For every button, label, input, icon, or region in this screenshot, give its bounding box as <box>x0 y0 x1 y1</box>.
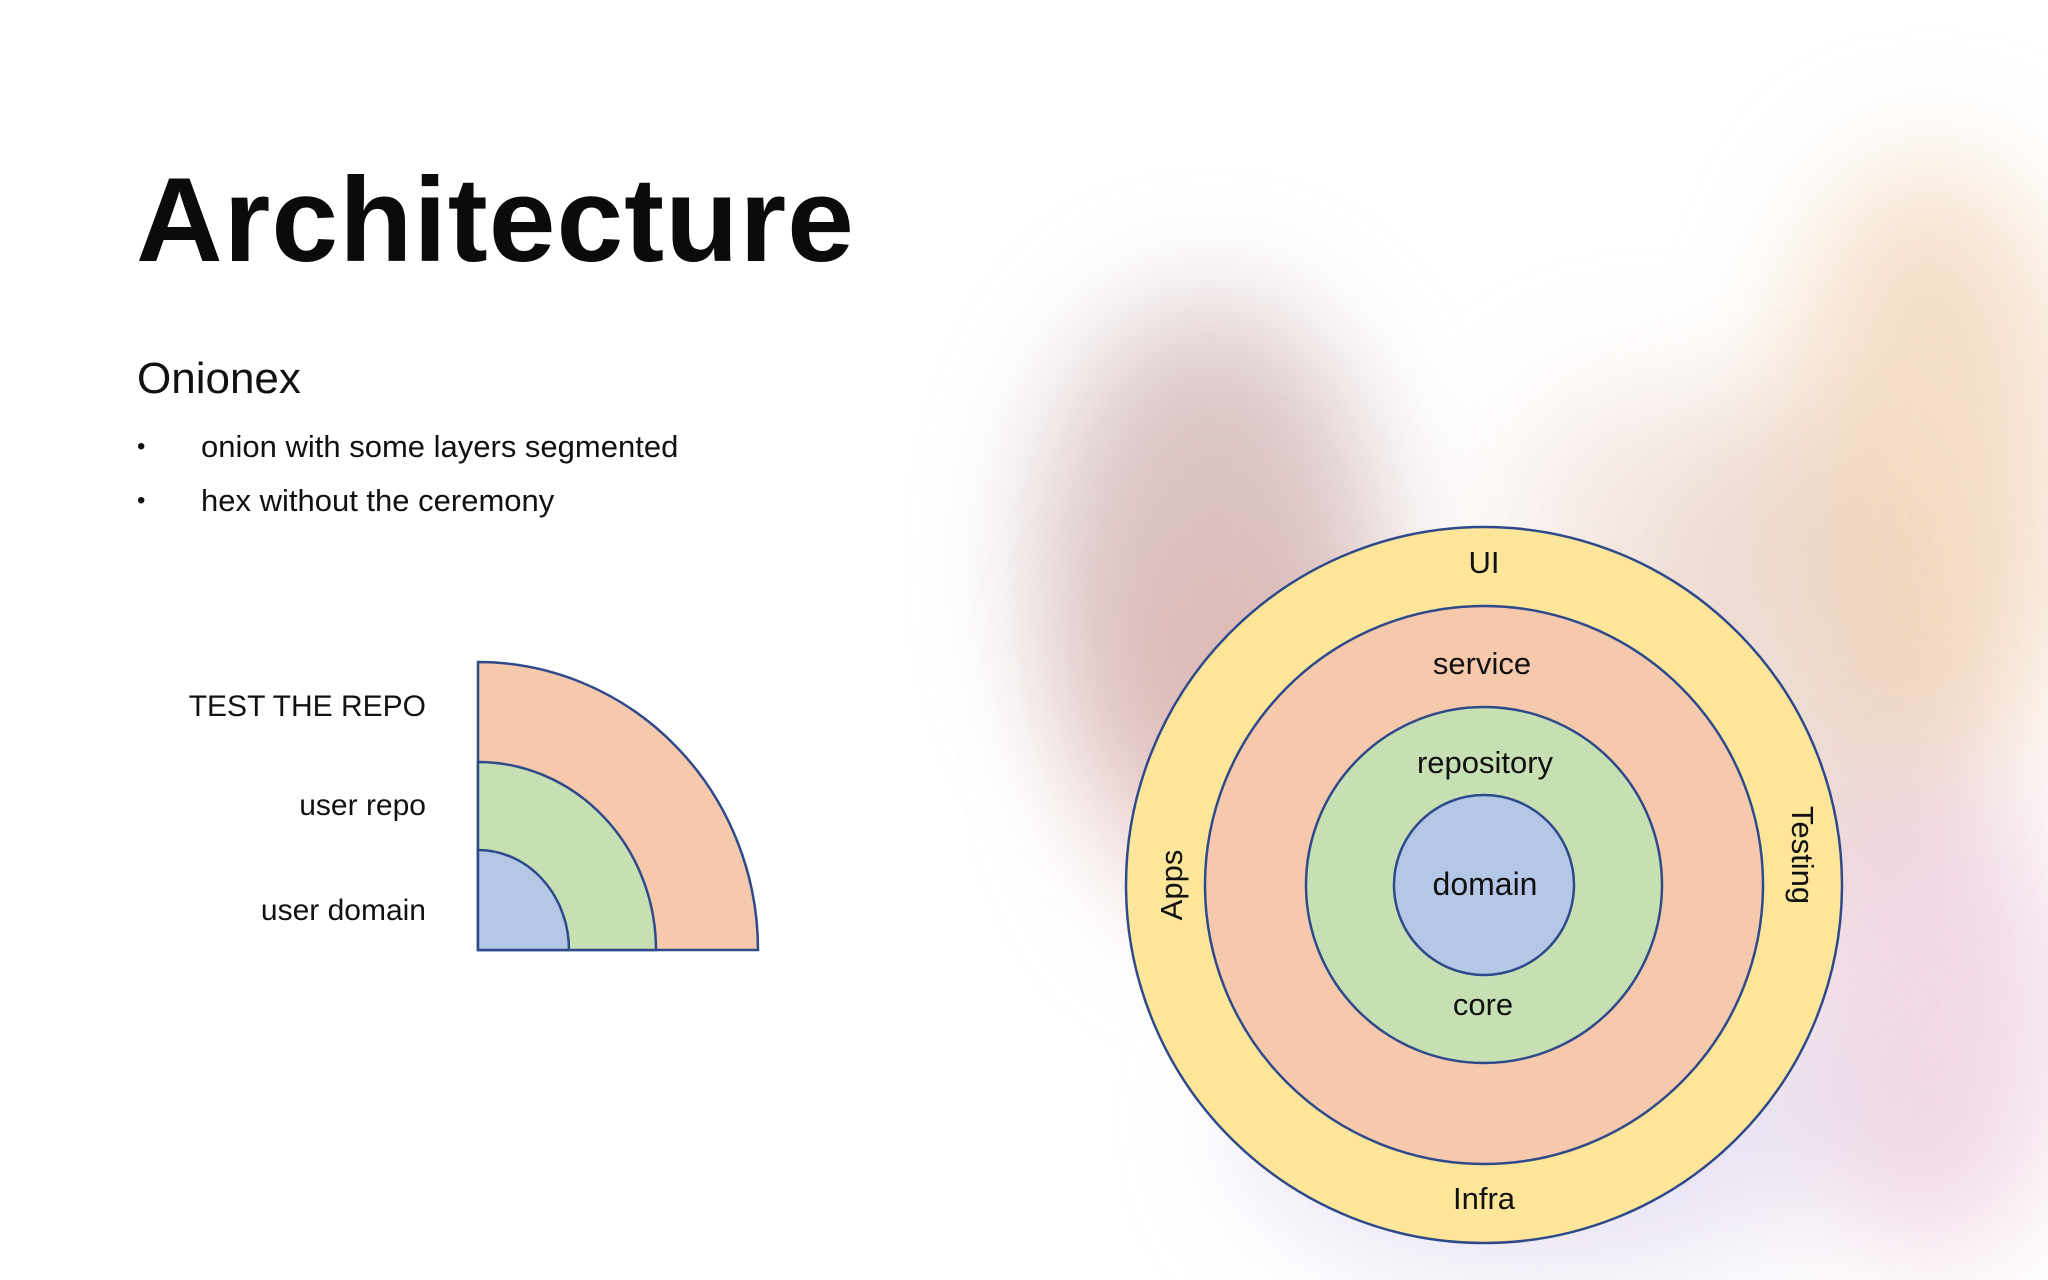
onion-diagram: UI Infra Apps Testing service repository… <box>1124 525 1844 1245</box>
bullet-text: onion with some layers segmented <box>201 429 679 464</box>
onion-domain-center <box>1392 793 1576 977</box>
onion-label-apps: Apps <box>1154 850 1189 921</box>
quarter-baseline-mask <box>474 952 764 958</box>
slide-subtitle: Onionex <box>137 354 301 403</box>
bullet-item: • onion with some layers segmented <box>137 420 678 474</box>
onion-label-ui: UI <box>1469 545 1500 580</box>
quarter-label-user-repo: user repo <box>299 789 426 822</box>
onion-label-service: service <box>1433 646 1531 681</box>
bullet-dot-icon: • <box>137 433 146 460</box>
quarter-layer-diagram: TEST THE REPO user repo user domain <box>189 660 764 958</box>
bullet-dot-icon: • <box>137 487 146 514</box>
bullet-list: • onion with some layers segmented • hex… <box>137 420 678 528</box>
quarter-label-test-repo: TEST THE REPO <box>189 690 426 723</box>
quarter-label-user-domain: user domain <box>261 894 426 927</box>
onion-label-repository: repository <box>1417 745 1554 780</box>
bullet-item: • hex without the ceremony <box>137 474 678 528</box>
slide-title: Architecture <box>136 153 855 287</box>
onion-label-domain: domain <box>1433 866 1538 902</box>
onion-label-infra: Infra <box>1453 1181 1516 1216</box>
quarter-inner-layer <box>476 848 571 952</box>
bullet-text: hex without the ceremony <box>201 483 555 518</box>
onion-label-testing: Testing <box>1785 806 1820 904</box>
onion-label-core: core <box>1453 987 1513 1022</box>
